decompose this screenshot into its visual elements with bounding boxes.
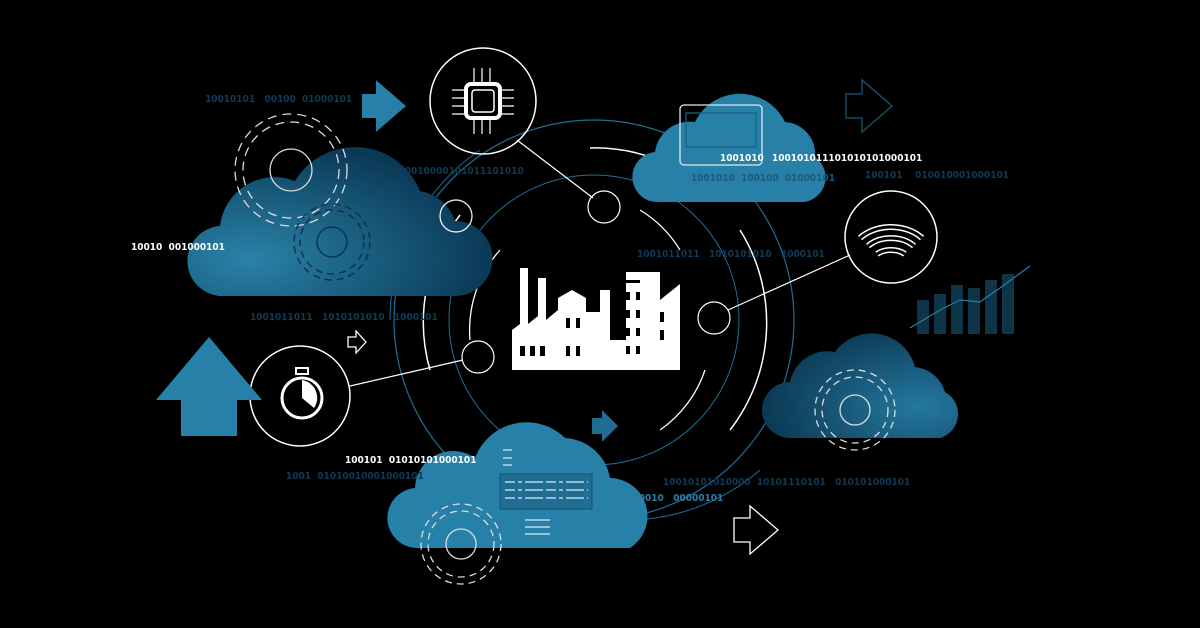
- binary-text: 100101 010010001000101: [865, 170, 1009, 181]
- cloud-icon: [762, 333, 959, 438]
- binary-text: 100101 01010101000101: [345, 455, 476, 466]
- binary-text: 1001010 100100 01000101: [691, 173, 835, 184]
- gear-icon: [420, 503, 502, 585]
- gear-icon: [293, 203, 371, 281]
- arrow-right-icon: [362, 80, 406, 132]
- binary-text: 10010101010000 10101110101 010101000101: [663, 477, 910, 488]
- binary-text: 1010010 00000101: [620, 493, 723, 504]
- connector-lines: [349, 139, 851, 387]
- gear-icon: [234, 113, 348, 227]
- arrow-right-icon: [592, 410, 618, 442]
- document-icon: [499, 449, 593, 535]
- binary-text: 1001011011 1010101010 1000101: [637, 249, 825, 260]
- cpu-chip-icon: [429, 47, 537, 155]
- binary-text: 100101011101010101000101: [772, 153, 922, 164]
- cloud-icon: [187, 147, 493, 297]
- gear-icon: [814, 369, 896, 451]
- binary-text: 10010 001000101: [131, 242, 225, 253]
- binary-text: 10010101 00100 01000101: [205, 94, 352, 105]
- wifi-icon: [844, 190, 938, 284]
- monitor-icon: [679, 104, 763, 166]
- arrow-up-icon: [156, 337, 262, 436]
- cloud-icon: [632, 93, 826, 203]
- arrow-right-icon: [347, 329, 367, 355]
- binary-text: 1001011011 1010101010 1000101: [250, 312, 438, 323]
- binary-text: 1001010: [720, 153, 764, 164]
- binary-text: 1001 01010010001000101: [286, 471, 424, 482]
- arrow-right-icon: [845, 78, 894, 134]
- bar-chart-icon: [909, 265, 1031, 334]
- factory-icon: [512, 268, 680, 370]
- arrow-right-icon: [733, 504, 779, 556]
- stopwatch-icon: [249, 345, 351, 447]
- binary-text: 1010010000101011101010: [386, 166, 524, 177]
